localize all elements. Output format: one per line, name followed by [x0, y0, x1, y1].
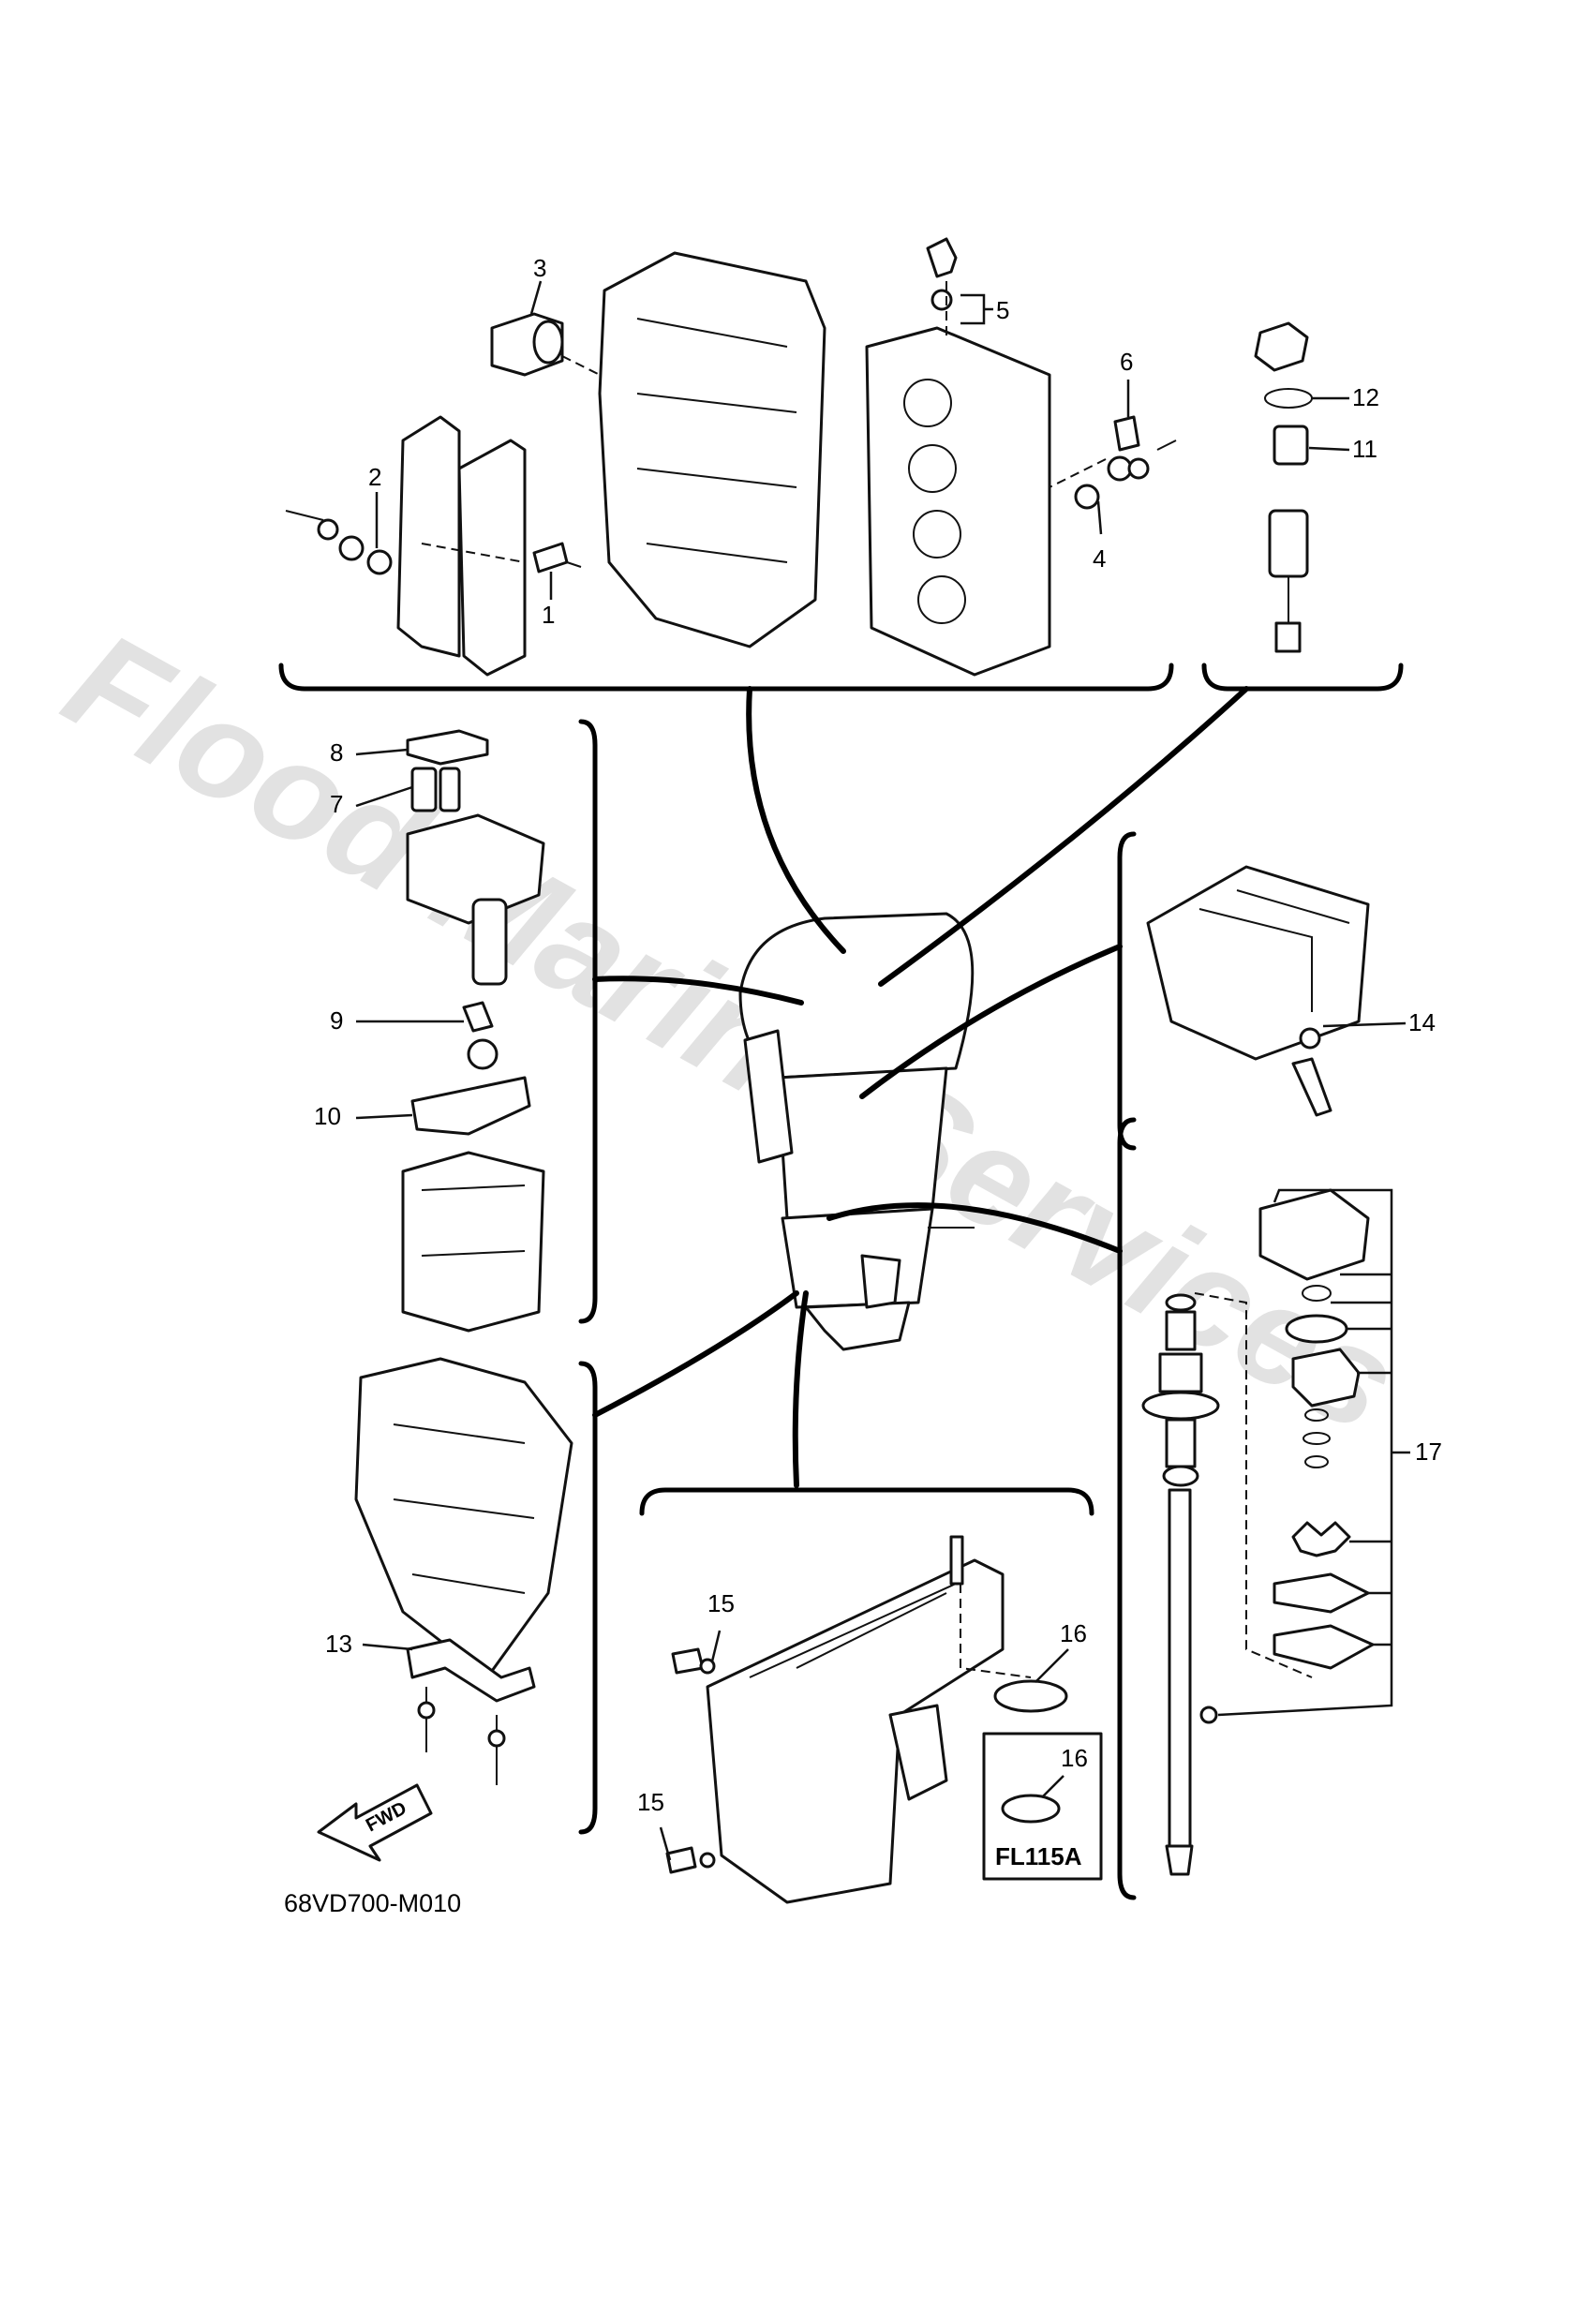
- left-middle-bracket: [578, 719, 598, 1324]
- separator-tank: [401, 1151, 545, 1333]
- callout-16: 16: [1060, 1619, 1087, 1647]
- pump-top: [1254, 321, 1309, 372]
- filter-element: [1268, 509, 1309, 578]
- drive-shaft: [1168, 1488, 1192, 1848]
- fwd-arrow-icon: FWD: [317, 1783, 433, 1862]
- callout-3: 3: [533, 254, 546, 282]
- outboard-silhouette: [738, 912, 975, 1351]
- lower-unit-silhouette: [804, 1301, 911, 1351]
- callout-6: 6: [1120, 348, 1133, 376]
- part-11: [1273, 425, 1309, 466]
- right-lower-bracket: [1117, 1117, 1137, 1900]
- pump-body: [406, 813, 545, 925]
- right-middle-bracket: [1117, 831, 1137, 1151]
- top-assembly-group: 1 2 3 4 5 6: [278, 237, 1177, 692]
- cavitation-plate: [860, 1254, 901, 1309]
- part-7: [410, 767, 438, 812]
- crankcase-block: [598, 251, 826, 648]
- gearcase-torpedo: [888, 1704, 948, 1801]
- mount-bracket-13: [406, 1638, 536, 1703]
- right-lower-assembly-group: 17: [1117, 1117, 1442, 1900]
- thermostat-housing-4: [1074, 484, 1100, 510]
- impeller: [1291, 1521, 1351, 1557]
- sensor-6: [1113, 415, 1140, 452]
- bottom-center-bracket: [639, 1487, 1094, 1516]
- callout-12: 12: [1352, 383, 1379, 411]
- callout-8: 8: [330, 738, 343, 767]
- callout-10: 10: [314, 1102, 341, 1130]
- callout-16-inset: 16: [1061, 1744, 1088, 1772]
- exhaust-cover-plate: [396, 415, 461, 658]
- right-middle-assembly-group: 14: [1117, 831, 1436, 1151]
- callout-1: 1: [542, 601, 555, 629]
- swivel-bracket: [743, 1029, 794, 1164]
- callout-13: 13: [325, 1630, 352, 1658]
- anode-16: [993, 1679, 1068, 1713]
- callout-14: 14: [1408, 1008, 1436, 1036]
- callout-15-lower: 15: [637, 1788, 664, 1816]
- plug-15-upper: [671, 1647, 705, 1675]
- callout-15-upper: 15: [707, 1589, 735, 1617]
- anode-16-inset: [1001, 1794, 1061, 1824]
- top-right-bracket: [1201, 663, 1404, 692]
- plug-15-lower: [665, 1846, 697, 1874]
- top-section-bracket: [278, 663, 1174, 692]
- cap-8: [406, 729, 489, 766]
- connector-9: [462, 1001, 494, 1033]
- callout-5: 5: [996, 296, 1009, 324]
- oil-pan: [1146, 865, 1370, 1061]
- lower-casing: [706, 1558, 1005, 1904]
- gasket-10: [410, 1076, 531, 1136]
- gasket: [1273, 1624, 1375, 1670]
- left-lower-bracket: [578, 1361, 598, 1835]
- callout-17: 17: [1415, 1438, 1442, 1466]
- callout-4: 4: [1093, 544, 1106, 573]
- section-connectors: [592, 686, 1249, 1488]
- callout-11: 11: [1352, 435, 1377, 463]
- callout-7: 7: [330, 790, 343, 818]
- exhaust-inner-plate: [457, 439, 527, 677]
- left-middle-assembly-group: 8 7 9 10: [314, 719, 598, 1333]
- left-lower-assembly-group: 13 FWD 68VD700-M010: [284, 1357, 598, 1917]
- upper-casing-assembly: [354, 1357, 573, 1679]
- impeller-liner: [1291, 1348, 1361, 1408]
- fl115a-inset: 16 FL115A: [982, 1732, 1103, 1881]
- sensor-5: [926, 237, 958, 278]
- cylinder-head: [865, 326, 1051, 677]
- drain-hose: [1291, 1057, 1332, 1117]
- callout-2: 2: [368, 463, 381, 491]
- top-right-assembly-group: 12 11: [1201, 321, 1404, 692]
- seal-2: [366, 549, 393, 575]
- bottom-center-assembly-group: 15 15 16 16 FL115A: [637, 1487, 1103, 1904]
- callout-9: 9: [330, 1006, 343, 1035]
- inset-model-label: FL115A: [995, 1842, 1082, 1870]
- diagram-code: 68VD700-M010: [284, 1889, 461, 1917]
- o-ring-12: [1264, 388, 1313, 409]
- drain-seal-14: [1299, 1027, 1321, 1050]
- bracket-1: [532, 542, 569, 574]
- bottom-cowling: [776, 1066, 948, 1220]
- outer-plate: [1273, 1572, 1370, 1614]
